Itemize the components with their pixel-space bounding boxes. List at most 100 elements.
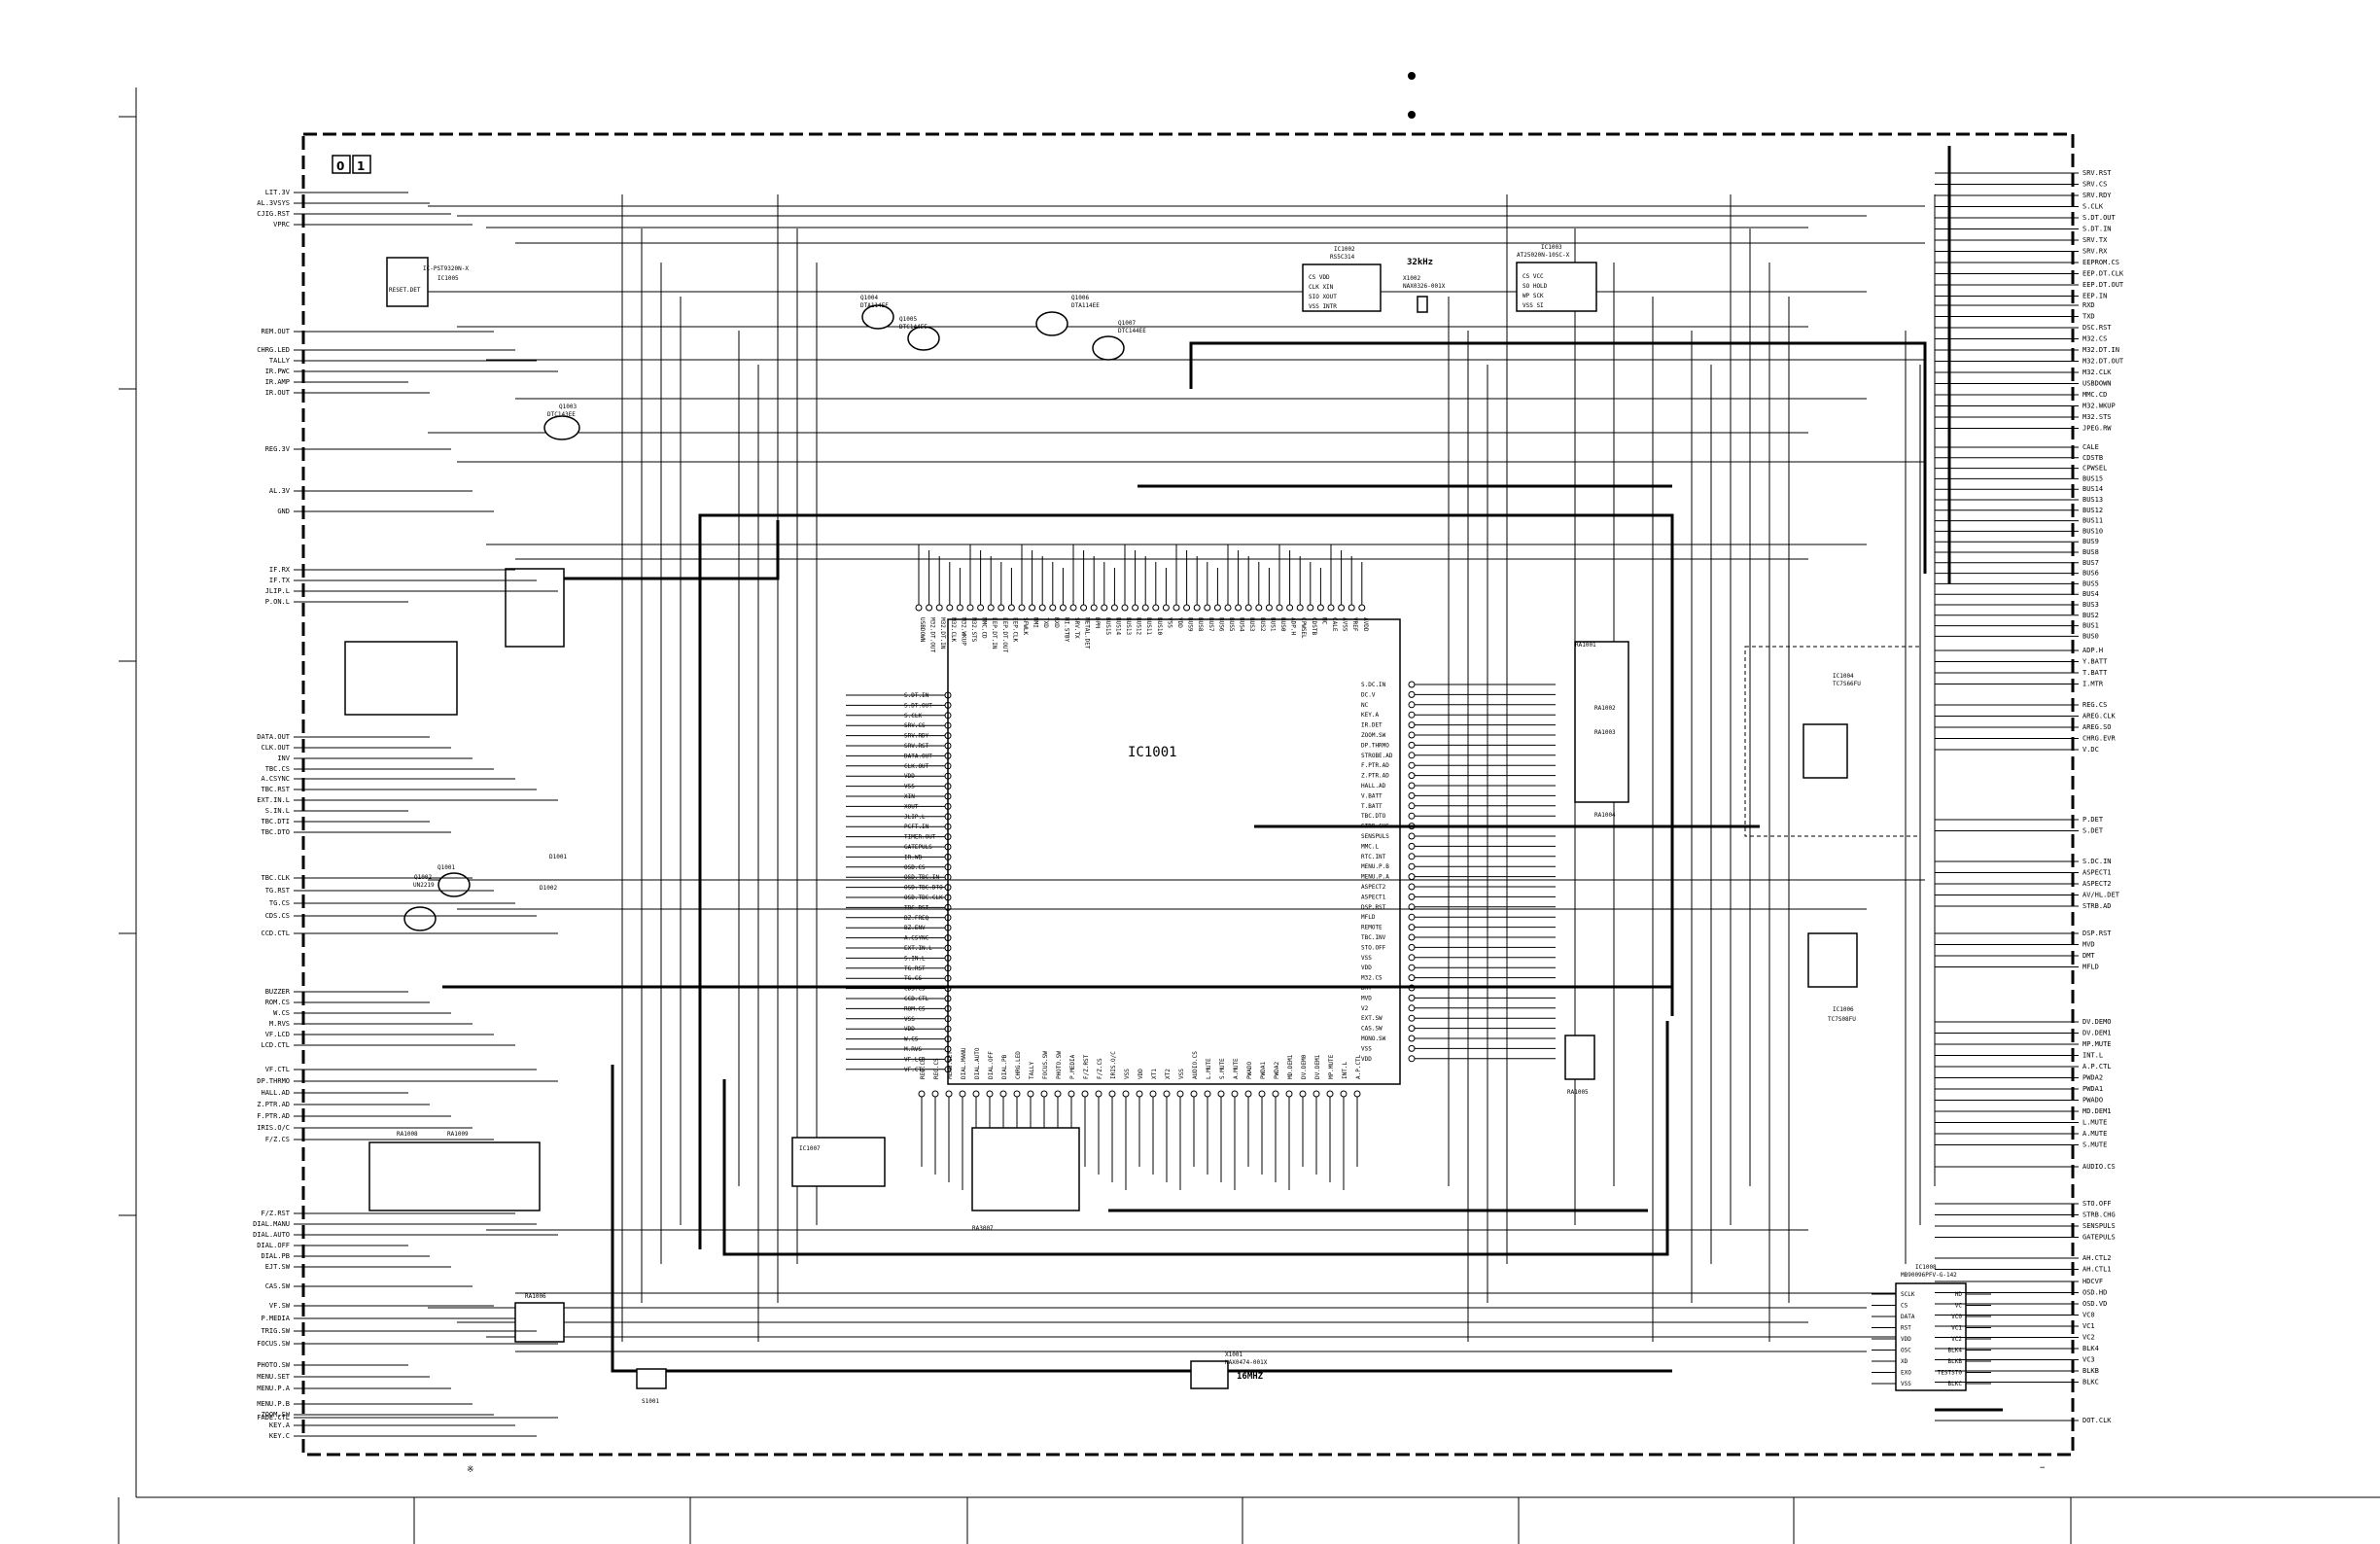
ic1001-pin-label: CLK.OUT [904, 763, 929, 770]
ic1001-pin-label: CALE [1331, 617, 1338, 632]
left-connector-label: JLIP.L [265, 587, 290, 595]
left-connector-label: MENU.P.A [257, 1385, 291, 1392]
left-connector-label: LCD.CTL [261, 1041, 290, 1049]
sheet-frame [118, 88, 2380, 1544]
left-connector-label: CAS.SW [265, 1282, 291, 1290]
ic1001-pin-label: TBC.INV [1361, 934, 1386, 941]
svg-text:Q1006: Q1006 [1071, 295, 1089, 301]
ic1001-pin-label: JLIP.L [904, 814, 926, 821]
ic1001-pin-label: W.CS [904, 1036, 919, 1043]
left-connector-label: IR.PWC [265, 368, 290, 375]
ic1001-pin-label: TALLY [1029, 1062, 1035, 1079]
ic1001-pin-label: SFWLK [1022, 617, 1029, 635]
left-connector-label: F/Z.RST [261, 1210, 290, 1217]
ic1001-pin-label: S.CLK [904, 713, 922, 719]
ic1001-pin-label: AVDD [1362, 617, 1369, 632]
ic1001-pin-label: BZ.FREQ [904, 915, 929, 922]
right-connector-label: S.MUTE [2082, 1141, 2107, 1149]
ic1001-pin-label: SRV.CS [904, 722, 926, 729]
svg-text:IC1004: IC1004 [1833, 673, 1854, 680]
ic1001-pin-label: VDD [1361, 1056, 1372, 1063]
left-connector-label: KEY.A [269, 1421, 291, 1429]
ic1001-pin-label: IR.WB [904, 854, 922, 860]
ic1008-pin-label: OSC [1901, 1348, 1911, 1354]
right-connector-label: EEP.DT.CLK [2082, 270, 2124, 278]
ic1001: IC1001 S.DT.INS.DT.OUTS.CLKSRV.CSSRV.RDY… [846, 544, 1556, 1190]
ic1001-pin-label: EEP.DT.IN [991, 617, 998, 649]
right-connector-label: S.DET [2082, 827, 2104, 835]
svg-text:RA1008: RA1008 [397, 1131, 418, 1138]
ic1001-pin-label: SRV.RST [904, 743, 929, 750]
right-connector-label: AH.CTL1 [2082, 1266, 2112, 1274]
ic1001-pin-label: BUS7 [1208, 617, 1214, 632]
right-connector-label: BUS5 [2082, 579, 2099, 587]
ic1001-pin-label: SENSPULS [1361, 833, 1389, 840]
ic1001-pin-label: T.BATT [1361, 803, 1382, 810]
ic1003-eeprom: IC1003 AT25020N-10SC-X CS VCC SO HOLD WP… [1516, 244, 1597, 312]
right-connector-label: MP.MUTE [2082, 1040, 2112, 1048]
left-connector-label: TBC.CLK [261, 874, 290, 882]
right-connector-label: L.MUTE [2082, 1119, 2107, 1127]
left-connector-label: MENU.P.B [257, 1400, 290, 1408]
right-connector-label: SRV.RST [2082, 169, 2112, 177]
left-connector-label: VF.CTL [265, 1066, 290, 1073]
left-connector-label: M.RVS [269, 1020, 290, 1028]
ic1001-pin-label: VDD [1138, 1069, 1144, 1079]
ic1001-pin-label: INT.L [1342, 1062, 1348, 1079]
ic1001-pin-label: M.RVS [904, 1046, 922, 1053]
left-connector-label: ZOOM.SW [261, 1411, 290, 1419]
left-connector-label: DIAL.MANU [253, 1220, 290, 1228]
ic1001-pin-label: BZ.ENV [904, 925, 926, 931]
ic1001-pin-label: NMI [1032, 617, 1039, 628]
ic1001-pin-label: BUS14 [1114, 617, 1121, 635]
svg-text:RA1006: RA1006 [525, 1293, 546, 1300]
right-connector-label: A.MUTE [2082, 1130, 2107, 1138]
svg-text:NAX0474-001X: NAX0474-001X [1225, 1359, 1268, 1366]
right-connector-label: SRV.RDY [2082, 192, 2112, 199]
ic1001-pin-label: TXD [1042, 617, 1049, 628]
right-connector-label: VC1 [2082, 1322, 2095, 1330]
ic1001-pin-label: DATA.OUT [904, 753, 932, 759]
right-connector-label: EEPROM.CS [2082, 259, 2119, 266]
ic1001-pin-label: GATEPULS [904, 844, 932, 851]
right-connector-label: AREG.CLK [2082, 713, 2117, 720]
left-connector-label: GND [277, 508, 290, 515]
left-connector-label: VF.LCD [265, 1031, 290, 1038]
ic1001-pin-label: L.MUTE [1206, 1058, 1212, 1079]
ic1001-pin-label: BUS5 [1228, 617, 1235, 632]
ic1001-pin-label: CHRG.LED [1015, 1051, 1022, 1079]
ic1001-pin-label: S.MUTE [1219, 1058, 1226, 1079]
ic1001-pin-label: BUS4 [1239, 617, 1245, 632]
svg-text:RA1001: RA1001 [1575, 642, 1596, 649]
ic1001-pin-label: VF.LCD [904, 1056, 926, 1063]
right-connector-label: CALE [2082, 443, 2099, 451]
ic1001-pin-label: DV.DEM0 [1301, 1054, 1308, 1079]
left-connector-label: ROM.CS [265, 999, 290, 1006]
ic1001-pin-label: A.MUTE [1233, 1058, 1240, 1079]
left-connector-label: FOCUS.SW [257, 1340, 291, 1348]
right-connector-label: BUS12 [2082, 507, 2103, 514]
left-connector-label: CJIG.RST [257, 210, 291, 218]
ic1001-pin-label: RXD [1053, 617, 1060, 628]
left-connector-label: IR.AMP [265, 378, 290, 386]
right-connector-label: BUS14 [2082, 485, 2103, 493]
ic1001-pin-label: A.P.CTL [1355, 1054, 1362, 1079]
ic1001-pin-label: M32.WKUP [960, 617, 966, 646]
right-connector-label: AH.CTL2 [2082, 1254, 2112, 1262]
svg-text:Q1005: Q1005 [899, 316, 917, 323]
right-connector-label: BUS10 [2082, 527, 2103, 535]
svg-text:DTC144EE: DTC144EE [1118, 328, 1146, 334]
right-connector-label: DV.DEM1 [2082, 1030, 2112, 1037]
ic1008-pin-label: VC2 [1951, 1336, 1962, 1343]
ic1001-left-pins: S.DT.INS.DT.OUTS.CLKSRV.CSSRV.RDYSRV.RST… [846, 691, 952, 1073]
svg-text:CS VCC: CS VCC [1522, 273, 1544, 280]
svg-text:IC1002: IC1002 [1334, 246, 1355, 253]
left-connector-list: LIT.3VAL.3VSYSCJIG.RSTVPRCREM.OUTCHRG.LE… [253, 189, 558, 1440]
ic1001-pin-label: CDSTB [1311, 617, 1317, 635]
right-connector-label: AUDIO.CS [2082, 1163, 2116, 1171]
right-connector-label: P.DET [2082, 816, 2104, 824]
right-connector-label: M32.DT.IN [2082, 346, 2119, 354]
right-connector-label: M32.CLK [2082, 368, 2112, 376]
right-connector-list: SRV.RSTSRV.CSSRV.RDYS.CLKS.DT.OUTS.DT.IN… [1935, 169, 2124, 1424]
ic1008-pin-label: EXO [1901, 1370, 1911, 1377]
